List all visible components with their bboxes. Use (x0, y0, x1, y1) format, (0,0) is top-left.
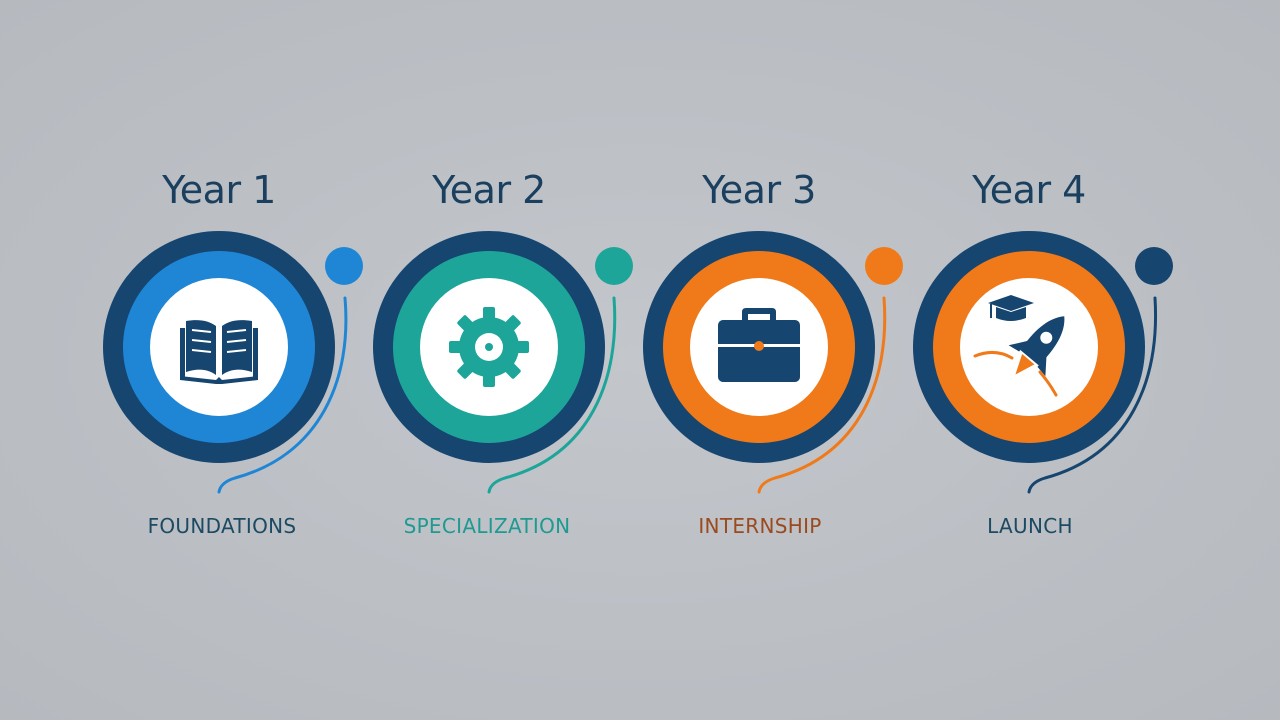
launch-trail-2 (1038, 370, 1058, 397)
stage-4-connector-curve (1027, 296, 1158, 494)
briefcase-icon (718, 308, 800, 382)
graduation-cap-icon (988, 295, 1034, 321)
stage-title-2: SPECIALIZATION (403, 514, 571, 538)
stage-title-3: INTERNSHIP (698, 514, 822, 538)
year-label-1: Year 1 (162, 168, 276, 212)
year-label-2: Year 2 (432, 168, 546, 212)
stage-title-1: FOUNDATIONS (147, 514, 297, 538)
stage-1-inner-disc (150, 278, 288, 416)
year-label-3: Year 3 (702, 168, 816, 212)
stage-2-connector-curve (487, 296, 617, 494)
stage-4-dot (1135, 247, 1173, 285)
stage-2-dot (595, 247, 633, 285)
stage-3-dot (865, 247, 903, 285)
stage-1 (103, 231, 363, 494)
rocket-icon (1008, 316, 1065, 377)
stage-3 (643, 231, 903, 494)
year-label-4: Year 4 (972, 168, 1086, 212)
stage-1-dot (325, 247, 363, 285)
stage-1-connector-curve (217, 296, 348, 494)
gear-icon (449, 307, 529, 387)
open-book-icon (180, 320, 258, 384)
launch-trail (973, 351, 1014, 360)
stage-2 (373, 231, 633, 494)
stage-title-4: LAUNCH (987, 514, 1073, 538)
stage-3-connector-curve (757, 296, 887, 494)
stage-4 (913, 231, 1173, 494)
